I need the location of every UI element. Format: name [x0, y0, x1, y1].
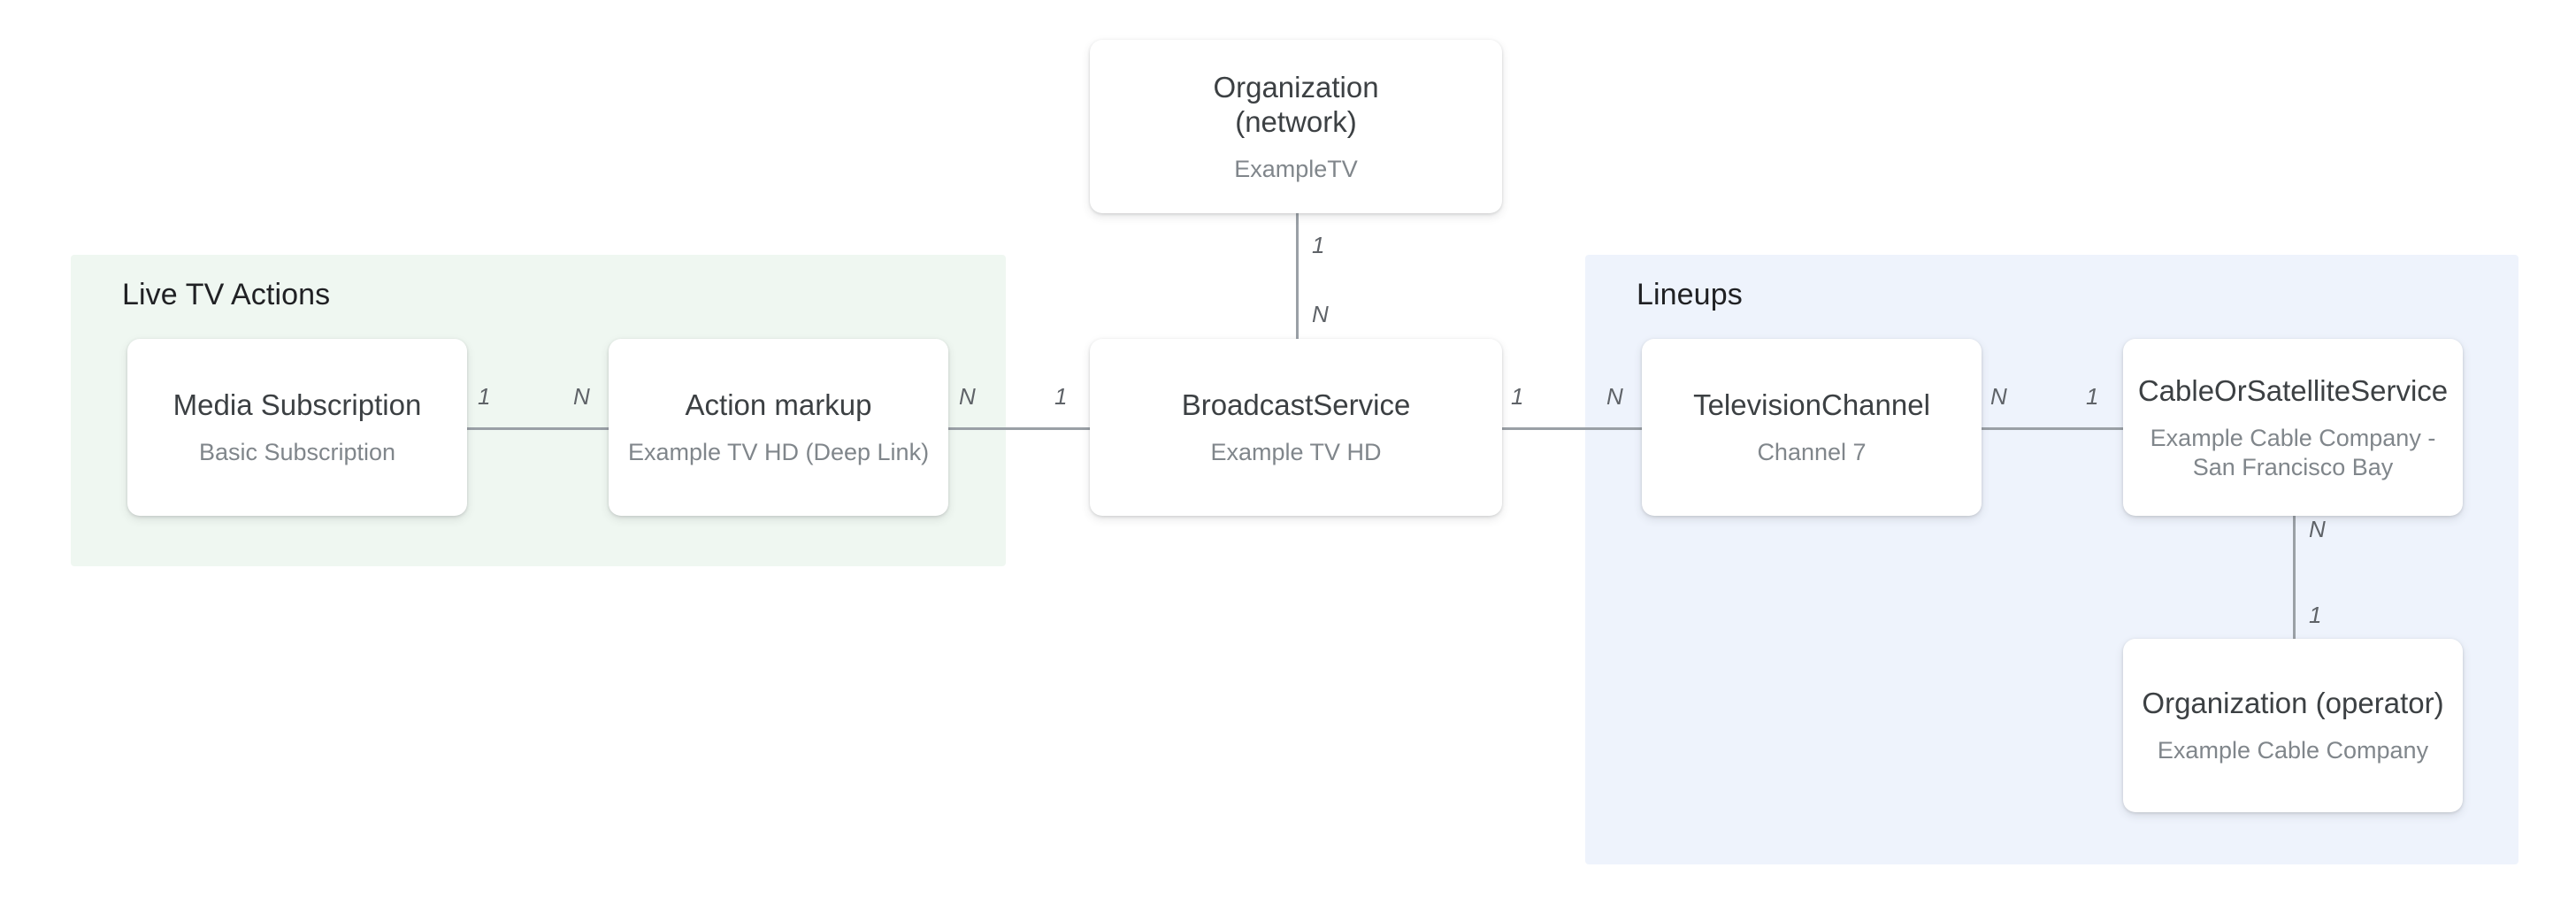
node-organization-operator[interactable]: Organization (operator) Example Cable Com… [2123, 639, 2463, 812]
node-title-organization-network: Organization (network) [1213, 70, 1379, 138]
edge-source-cardinality-organization-network-to-broadcast-service: 1 [1312, 232, 1325, 258]
edge-source-cardinality-broadcast-service-to-television-channel: 1 [1511, 383, 1524, 410]
edge-media-subscription-to-action-markup [467, 427, 609, 430]
edge-cable-or-satellite-service-to-organization-operator [2293, 516, 2296, 639]
edge-action-markup-to-broadcast-service [948, 427, 1090, 430]
node-subtitle-action-markup: Example TV HD (Deep Link) [627, 439, 930, 465]
edge-target-cardinality-television-channel-to-cable-or-satellite-service: 1 [2086, 383, 2099, 410]
node-subtitle-television-channel: Channel 7 [1757, 439, 1867, 465]
node-title-cable-or-satellite-service: CableOrSatelliteService [2137, 373, 2449, 407]
node-subtitle-cable-or-satellite-service: Example Cable Company - San Francisco Ba… [2150, 424, 2436, 480]
edge-target-cardinality-organization-network-to-broadcast-service: N [1312, 301, 1329, 327]
edge-broadcast-service-to-television-channel [1502, 427, 1642, 430]
edge-source-cardinality-media-subscription-to-action-markup: 1 [478, 383, 491, 410]
edge-target-cardinality-cable-or-satellite-service-to-organization-operator: 1 [2309, 602, 2322, 628]
group-title-lineups: Lineups [1637, 278, 1743, 311]
node-title-organization-operator: Organization (operator) [2142, 687, 2444, 719]
node-title-action-markup: Action markup [685, 388, 872, 421]
edge-source-cardinality-cable-or-satellite-service-to-organization-operator: N [2309, 516, 2326, 542]
edge-television-channel-to-cable-or-satellite-service [1982, 427, 2123, 430]
node-title-television-channel: TelevisionChannel [1693, 388, 1930, 421]
node-subtitle-broadcast-service: Example TV HD [1210, 439, 1382, 465]
node-organization-network[interactable]: Organization (network) ExampleTV [1090, 40, 1502, 213]
node-title-broadcast-service: BroadcastService [1181, 388, 1411, 421]
node-subtitle-organization-operator: Example Cable Company [2157, 737, 2429, 764]
group-title-live-tv-actions: Live TV Actions [122, 278, 331, 311]
edge-target-cardinality-media-subscription-to-action-markup: N [573, 383, 590, 410]
edge-source-cardinality-television-channel-to-cable-or-satellite-service: N [1990, 383, 2007, 410]
edge-target-cardinality-broadcast-service-to-television-channel: N [1606, 383, 1623, 410]
node-subtitle-media-subscription: Basic Subscription [198, 439, 396, 465]
node-title-media-subscription: Media Subscription [172, 388, 422, 421]
node-subtitle-organization-network: ExampleTV [1234, 155, 1358, 182]
edge-organization-network-to-broadcast-service [1296, 213, 1299, 339]
edge-target-cardinality-action-markup-to-broadcast-service: 1 [1054, 383, 1068, 410]
edge-source-cardinality-action-markup-to-broadcast-service: N [959, 383, 976, 410]
